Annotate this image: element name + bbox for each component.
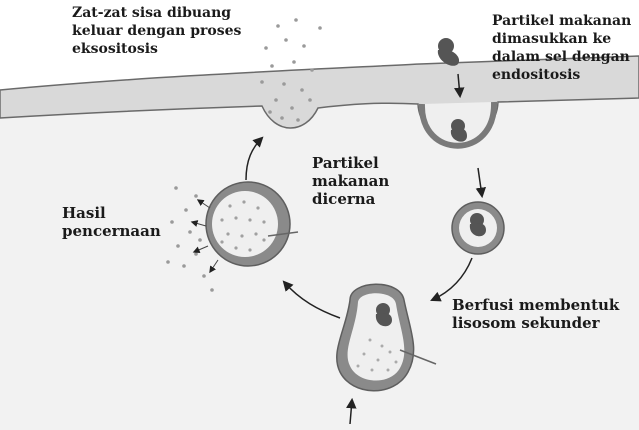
label-exocytosis: Zat-zat sisa dibuang keluar dengan prose… [72, 4, 241, 58]
label-endocytosis: Partikel makanan dimasukkan ke dalam sel… [492, 12, 631, 84]
label-digested: Partikel makanan dicerna [312, 154, 389, 208]
endosome [452, 202, 504, 254]
label-fusion: Berfusi membentuk lisosom sekunder [452, 296, 619, 332]
label-digestion-products: Hasil pencernaan [62, 204, 161, 240]
cytoplasm [0, 98, 639, 430]
